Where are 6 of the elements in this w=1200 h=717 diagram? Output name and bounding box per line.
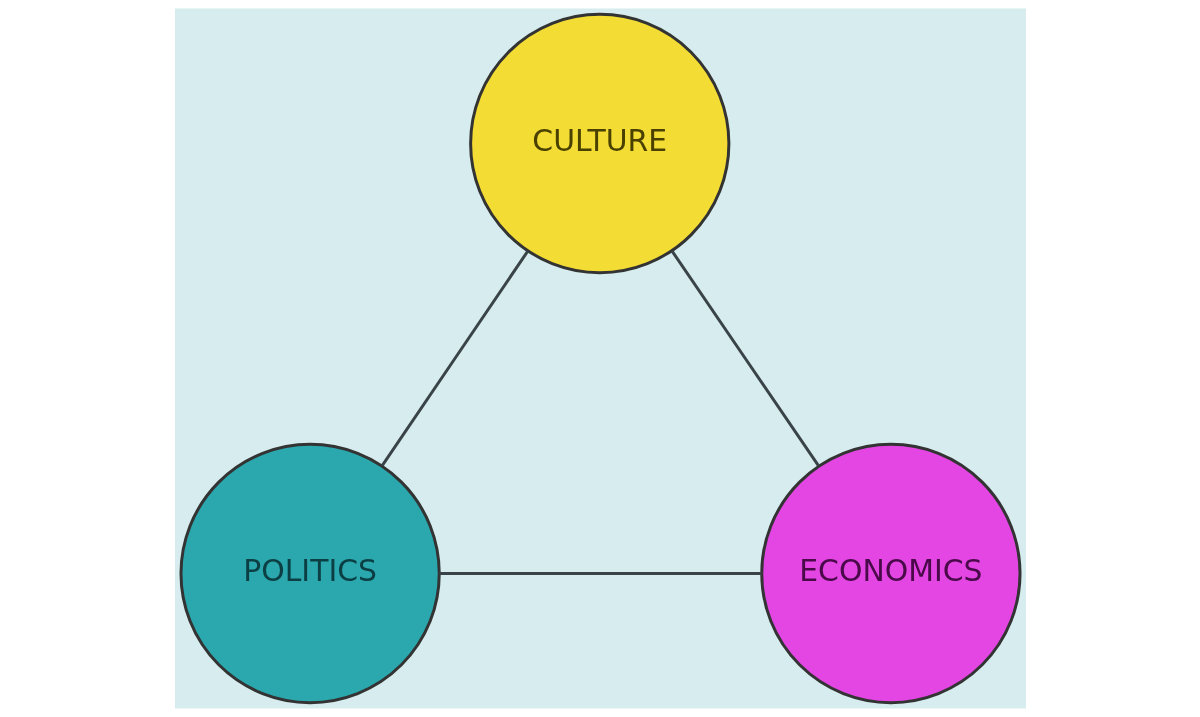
connector <box>438 572 762 575</box>
node-circle: ECONOMICS <box>759 442 1022 705</box>
connector <box>380 250 529 467</box>
connector <box>670 250 820 467</box>
node-circle: POLITICS <box>178 442 441 705</box>
node-circle: CULTURE <box>468 12 730 275</box>
